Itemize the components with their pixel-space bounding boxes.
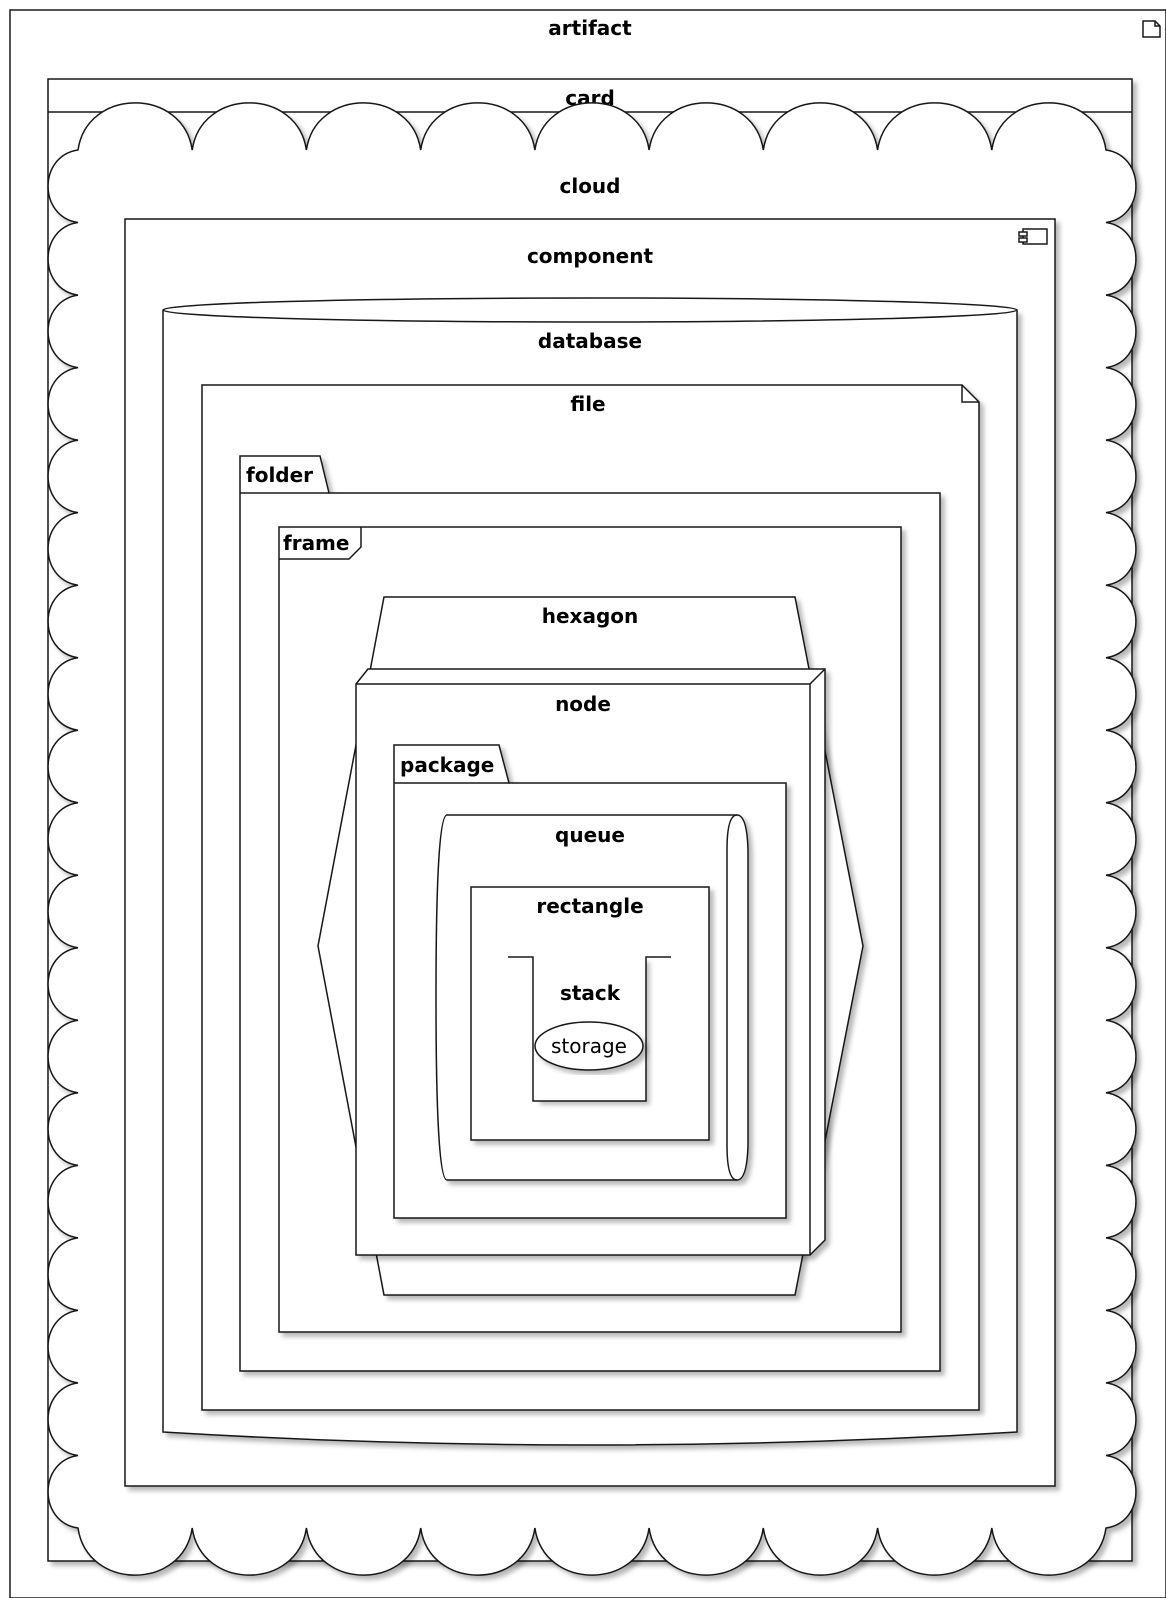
component-label: component (527, 244, 654, 268)
stack-label: stack (560, 981, 621, 1005)
component-icon (1018, 228, 1048, 245)
storage-label: storage (551, 1034, 627, 1058)
node-label: node (555, 692, 611, 716)
storage-node: storage (534, 1021, 644, 1071)
hexagon-label: hexagon (542, 604, 639, 628)
rectangle-label: rectangle (536, 894, 643, 918)
folder-label: folder (246, 463, 313, 487)
artifact-label: artifact (548, 16, 632, 40)
database-label: database (538, 329, 642, 353)
package-label: package (400, 753, 494, 777)
file-label: file (570, 392, 605, 416)
frame-label: frame (283, 531, 349, 555)
document-icon (1142, 20, 1161, 38)
queue-label: queue (555, 823, 625, 847)
cloud-label: cloud (559, 174, 620, 198)
